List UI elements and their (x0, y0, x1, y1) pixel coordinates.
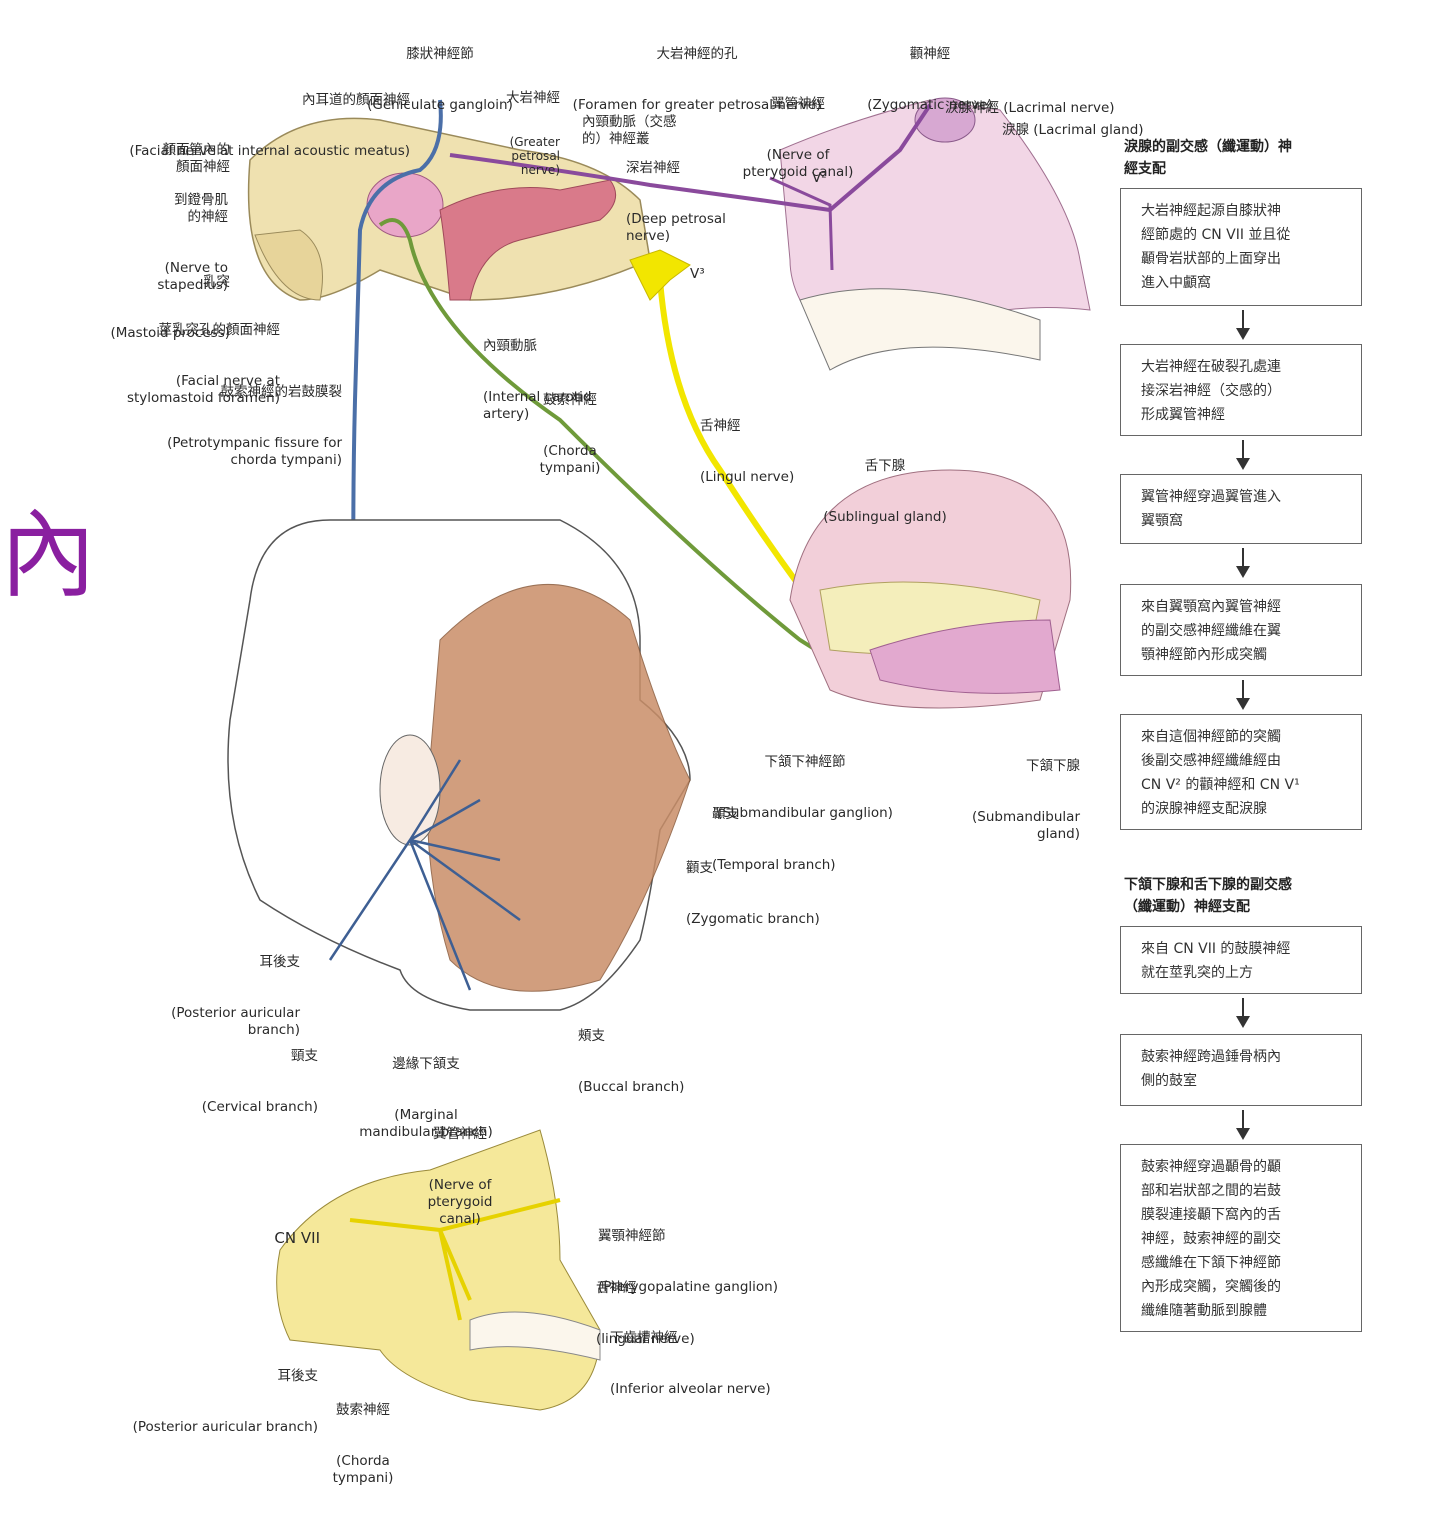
label-petrotympanic: 鼓索神經的岩鼓膜裂 (Petrotympanic fissure for cho… (120, 350, 342, 503)
label-en: (Greater petrosal nerve) (470, 135, 560, 177)
label-inferior-alveolar: 下齒槽神經 (Inferior alveolar nerve) (610, 1296, 810, 1432)
label-en: (Cervical branch) (170, 1099, 318, 1116)
flow2-step-2: 鼓索神經跨過錘骨柄內 側的鼓室 (1120, 1034, 1362, 1106)
label-en: (Inferior alveolar nerve) (610, 1381, 810, 1398)
flow-arrow (1236, 998, 1250, 1030)
label-submandibular-gland: 下頷下腺 (Submandibular gland) (950, 724, 1080, 877)
label-zh: 下頷下腺 (950, 758, 1080, 775)
label-v2: V² (812, 136, 852, 221)
flow1-step-2: 大岩神經在破裂孔處連 接深岩神經（交感的） 形成翼管神經 (1120, 344, 1362, 436)
flow2-title: 下頷下腺和舌下腺的副交感 （纖運動）神經支配 (1124, 874, 1384, 918)
label-zh: 耳後支 (140, 954, 300, 971)
side-character: 內 (0, 500, 96, 610)
label-zh: 下齒槽神經 (610, 1330, 810, 1347)
label-zh: 頰支 (578, 1028, 718, 1045)
label-zh: 顴神經 (850, 46, 1010, 63)
label-zh: 顴支 (686, 860, 856, 877)
label-zh: 大岩神經 (470, 90, 560, 107)
label-sublingual: 舌下腺 (Sublingual gland) (800, 424, 970, 560)
flow1-step-4: 來自翼顎窩內翼管神經 的副交感神經纖維在翼 顎神經節內形成突觸 (1120, 584, 1362, 676)
label-v3: V³ (690, 232, 730, 317)
label-cn7: CN VII (250, 1196, 320, 1281)
label-en: (Buccal branch) (578, 1079, 718, 1096)
face-muscles (428, 584, 691, 991)
label-zh: 下頷下神經節 (700, 754, 910, 771)
flow1-step-1: 大岩神經起源自膝狀神 經節處的 CN VII 並且從 顳骨岩狀部的上面穿出 進入… (1120, 188, 1362, 306)
label-cervical: 頸支 (Cervical branch) (170, 1014, 318, 1150)
flow-arrow (1236, 1110, 1250, 1142)
flow1-step-3: 翼管神經穿過翼管進入 翼顎窩 (1120, 474, 1362, 544)
label-en: (Zygomatic branch) (686, 911, 856, 928)
label-zh: 鼓索神經 (318, 1402, 408, 1419)
label-en: (Sublingual gland) (800, 509, 970, 526)
label-en: (Nerve of pterygoid canal) (405, 1177, 515, 1228)
label-chorda-top: 鼓索神經 (Chorda tympani) (520, 358, 620, 511)
label-pterygoid-canal-bottom: 翼管神經 (Nerve of pterygoid canal) (405, 1092, 515, 1262)
label-en: (Chorda tympani) (318, 1453, 408, 1487)
flow2-step-1: 來自 CN VII 的鼓膜神經 就在莖乳突的上方 (1120, 926, 1362, 994)
label-zh: 鼓索神經的岩鼓膜裂 (120, 384, 342, 401)
flow-arrow (1236, 680, 1250, 712)
label-chorda-bottom: 鼓索神經 (Chorda tympani) (318, 1368, 408, 1521)
label-zh: 大岩神經的孔 (552, 46, 842, 63)
label-en: (Petrotympanic fissure for chorda tympan… (120, 435, 342, 469)
label-zh: 舌神經 (596, 1280, 736, 1297)
label-zh: 鼓索神經 (520, 392, 620, 409)
label-zh: V³ (690, 266, 730, 283)
label-zh: 翼管神經 (728, 96, 868, 113)
anatomy-figure: 內 膝狀神經節 (Geniculate gangloin) 大岩神經的孔 (Fo… (0, 0, 1432, 1441)
label-zh: 內頸動脈 (483, 338, 623, 355)
label-zh: 耳後支 (90, 1368, 318, 1385)
label-zh: 頸支 (170, 1048, 318, 1065)
label-en: (Submandibular gland) (950, 809, 1080, 843)
label-zh: 舌下腺 (800, 458, 970, 475)
label-zh: 內耳道的顏面神經 (70, 92, 410, 109)
flow1-title: 淚腺的副交感（纖運動）神 經支配 (1124, 136, 1374, 180)
label-zh: 到鐙骨肌 的神經 (120, 192, 228, 226)
label-greater-petrosal: 大岩神經 (Greater petrosal nerve) (470, 62, 560, 205)
label-zh: 顳支 (712, 806, 872, 823)
label-zh: V² (812, 170, 852, 187)
flow-arrow (1236, 310, 1250, 342)
label-en: (Chorda tympani) (520, 443, 620, 477)
label-zh: 翼顎神經節 (598, 1228, 818, 1245)
flow-arrow (1236, 440, 1250, 472)
flow1-step-5: 來自這個神經節的突觸 後副交感神經纖維經由 CN V² 的顴神經和 CN V¹ … (1120, 714, 1362, 830)
flow2-step-3: 鼓索神經穿過顳骨的顳 部和岩狀部之間的岩鼓 膜裂連接顳下窩內的舌 神經，鼓索神經… (1120, 1144, 1362, 1332)
label-en: (Posterior auricular branch) (90, 1419, 318, 1436)
label-zh: 莖乳突孔的顏面神經 (90, 322, 280, 339)
label-buccal: 頰支 (Buccal branch) (578, 994, 718, 1130)
label-zh: 翼管神經 (405, 1126, 515, 1143)
label-zh: 深岩神經 (626, 160, 756, 177)
label-zh: 邊緣下頷支 (346, 1056, 506, 1073)
label-zh: CN VII (250, 1230, 320, 1247)
label-zygomatic-branch: 顴支 (Zygomatic branch) (686, 826, 856, 962)
label-posterior-auricular-bottom: 耳後支 (Posterior auricular branch) (90, 1334, 318, 1470)
flow-arrow (1236, 548, 1250, 580)
